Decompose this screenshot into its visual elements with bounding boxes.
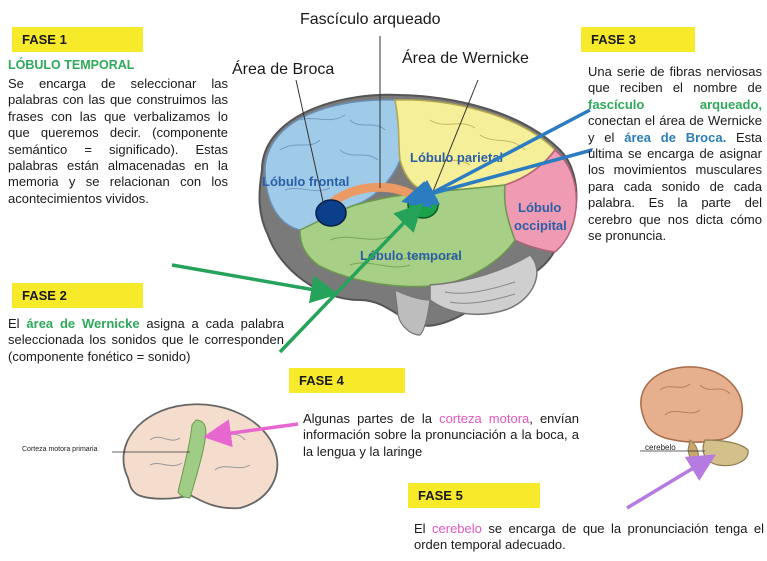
fase4-t2: , envían información sobre la pronunciac… [303, 411, 579, 459]
arrow-violet [626, 454, 716, 510]
arrow-pink [203, 419, 299, 448]
arrow-green-2 [278, 202, 423, 354]
cerebelo-shape [702, 439, 749, 467]
fase4-text: Algunas partes de la corteza motora, env… [303, 411, 579, 460]
lobe-parietal-label: Lóbulo parietal [410, 150, 503, 165]
cerebellum-main [429, 254, 538, 316]
fase2-text-before: El [8, 316, 27, 331]
fase2-text-after: asigna a cada palabra seleccionada los s… [8, 316, 285, 364]
small-brain-cerebelo [640, 366, 743, 443]
lobe-temporal-label: Lóbulo temporal [360, 248, 462, 263]
temporal-lobe [299, 184, 516, 288]
fase3-h2: área de Broca. [624, 129, 727, 145]
label-fasciculo: Fascículo arqueado [300, 11, 441, 28]
lobe-frontal-label: Lóbulo frontal [262, 174, 349, 189]
fase1-heading: LÓBULO TEMPORAL [8, 58, 135, 72]
label-corteza-motora: Corteza motora primaria [22, 446, 98, 453]
fase1-text: Se encarga de seleccionar las palabras c… [8, 76, 228, 206]
arrow-blue-1 [408, 108, 591, 206]
fase1-title: FASE 1 [12, 27, 143, 52]
fase3-h1: fascículo arqueado, [588, 96, 762, 112]
fase2-highlight: área de Wernicke [26, 316, 140, 331]
lobe-occipital-label-1: Lóbulo [518, 200, 561, 215]
fase3-text: Una serie de fibras nerviosas que recibe… [588, 64, 762, 244]
fase3-t2: conectan el área de Wernicke y el [588, 113, 762, 145]
fase4-title: FASE 4 [289, 368, 405, 393]
label-wernicke: Área de Wernicke [402, 50, 529, 67]
broca-area [315, 199, 347, 227]
frontal-lobe [264, 99, 401, 231]
fase3-title: FASE 3 [581, 27, 695, 52]
fase5-t1: El [414, 521, 433, 536]
wernicke-pointer [429, 79, 479, 200]
fase5-title: FASE 5 [408, 483, 540, 508]
fase2-title: FASE 2 [12, 283, 143, 308]
fase3-t1: Una serie de fibras nerviosas que recibe… [588, 64, 762, 96]
fase4-h1: corteza motora [439, 411, 530, 426]
fase5-text: El cerebelo se encarga de que la pronunc… [414, 521, 764, 554]
brainstem-main [394, 288, 431, 336]
fase2-text: El área de Wernicke asigna a cada palabr… [8, 316, 284, 365]
broca-pointer [295, 79, 325, 207]
fase5-h1: cerebelo [432, 521, 482, 536]
label-cerebelo: cerebelo [645, 443, 676, 452]
arrow-green-1 [171, 263, 339, 304]
fase4-t1: Algunas partes de la [303, 411, 440, 426]
fase3-t3: Esta última se encarga de asignar los mo… [588, 129, 763, 244]
fase5-t2: se encarga de que la pronunciación tenga… [414, 521, 765, 553]
label-broca: Área de Broca [232, 61, 335, 78]
lobe-occipital-label-2: occipital [514, 218, 567, 233]
arrow-blue-2 [401, 148, 593, 209]
